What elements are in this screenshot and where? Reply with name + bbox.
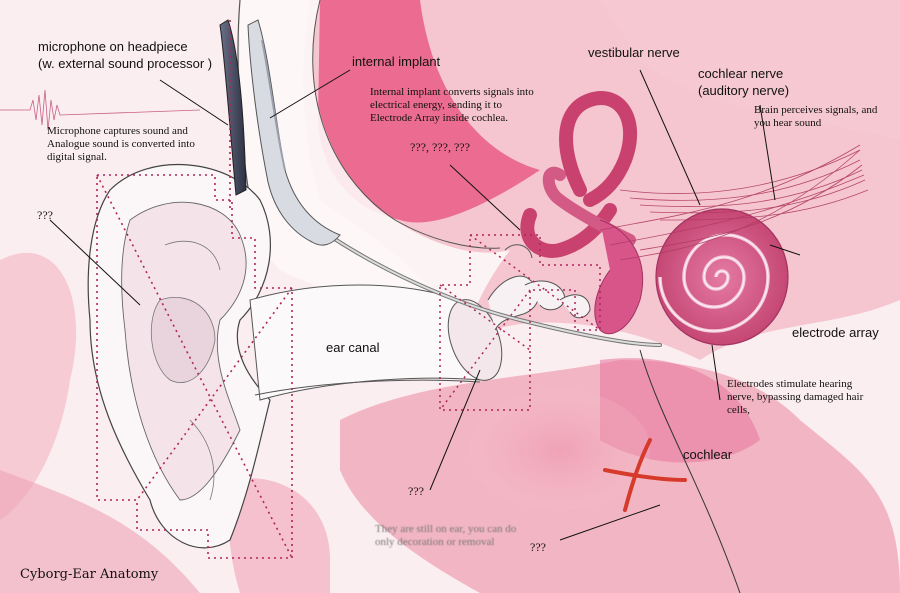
unknown-outer-ear: ??? [37, 208, 53, 222]
unknown-eardrum: ??? [408, 484, 424, 498]
note-electrodes: Electrodes stimulate hearing nerve, bypa… [727, 378, 864, 416]
label-electrode-array: electrode array [792, 325, 879, 340]
label-vestibular-nerve: vestibular nerve [588, 45, 680, 60]
sound-wave [0, 89, 201, 131]
internal-implant-device [247, 19, 341, 246]
diagram-title: Cyborg-Ear Anatomy [20, 567, 159, 582]
implant-lead [298, 213, 741, 593]
label-cochlear: cochlear [683, 447, 733, 462]
label-cochlear-nerve-sub: (auditory nerve) [698, 83, 790, 98]
note-implant: Internal implant converts signals into e… [370, 86, 534, 124]
outer-ear [87, 163, 271, 549]
label-internal-implant: internal implant [352, 54, 441, 69]
leader-lines [49, 69, 801, 541]
auditory-nerve-fibers [599, 144, 869, 261]
microphone-headpiece [219, 19, 247, 196]
label-cochlear-nerve: cochlear nerve [698, 66, 784, 81]
note-microphone: Microphone captures sound and Analogue s… [47, 125, 195, 163]
label-ear-canal: ear canal [326, 340, 380, 355]
label-microphone: microphone on headpiece [38, 39, 188, 54]
outer-ear-guide [96, 20, 293, 559]
unknown-bottom: ??? [530, 540, 546, 554]
unknown-middle-ear: ???, ???, ??? [410, 140, 470, 154]
red-cross-mark [603, 438, 687, 512]
note-brain: Brain perceives signals, and you hear so… [754, 104, 878, 129]
label-microphone-sub: (w. external sound processor ) [38, 56, 213, 71]
middle-ear-guide [439, 234, 601, 411]
inner-ear [520, 91, 789, 346]
note-outer-ear: They are still on ear, you can do only d… [375, 523, 517, 548]
